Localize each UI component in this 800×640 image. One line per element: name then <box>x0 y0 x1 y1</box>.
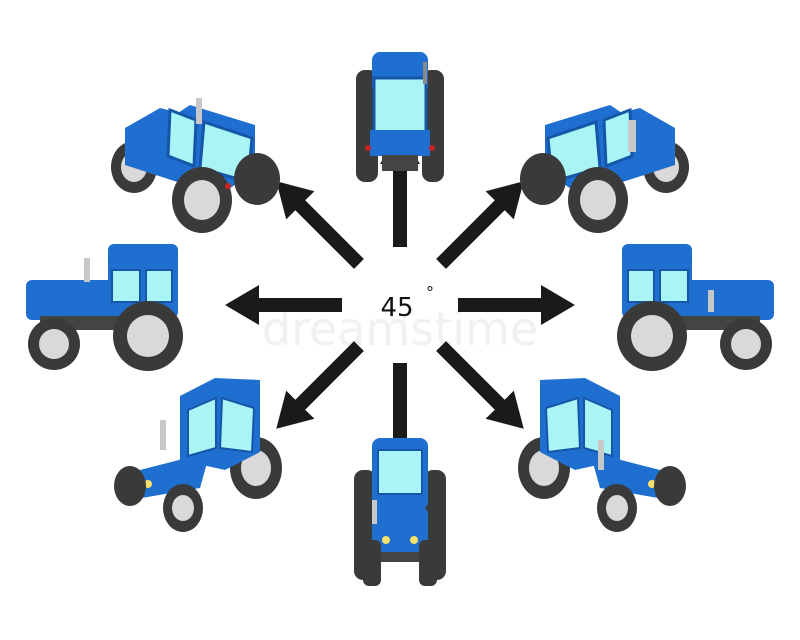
tractor-right-side-view <box>617 244 774 371</box>
arrow-back-right <box>436 341 524 429</box>
tractor-rear-right-view <box>111 98 280 233</box>
angle-label: 45 ° <box>380 283 434 323</box>
angle-degree-symbol: ° <box>426 283 434 302</box>
tractor-front-view <box>354 438 446 586</box>
angle-value: 45 <box>380 293 413 323</box>
tractor-rear-view <box>356 52 444 182</box>
arrow-right <box>458 285 575 325</box>
tractor-front-right-view <box>114 378 282 532</box>
tractor-front-left-view <box>518 378 686 532</box>
arrow-front-right <box>436 181 524 269</box>
arrow-front-left <box>276 181 364 269</box>
arrow-left <box>225 285 342 325</box>
arrow-back-left <box>276 341 364 429</box>
tractor-rear-left-view <box>520 105 689 233</box>
tractor-left-side-view <box>26 244 183 371</box>
direction-arrows <box>225 130 575 480</box>
